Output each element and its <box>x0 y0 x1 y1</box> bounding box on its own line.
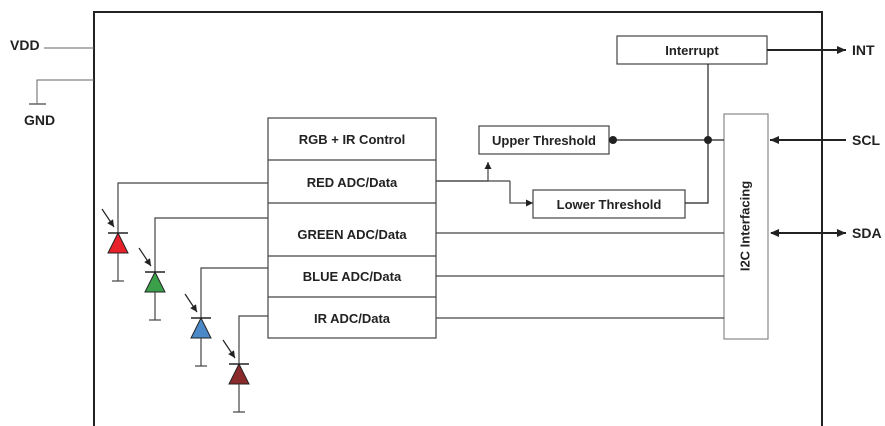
adc-stack <box>267 117 437 339</box>
gnd-wire <box>36 79 94 104</box>
threshold-wires <box>609 64 724 204</box>
rgb-ir-control-block: RGB + IR Control <box>299 132 406 147</box>
light-arrow-icon <box>222 339 236 359</box>
photodiode-group <box>101 182 268 413</box>
i2c-interfacing-label: I2C Interfacing <box>737 181 752 271</box>
pin-scl-label: SCL <box>852 132 880 148</box>
pin-sda-label: SDA <box>852 225 882 241</box>
pin-gnd-label: GND <box>24 112 55 128</box>
interrupt-junction-dot <box>704 136 712 144</box>
upper-threshold-label: Upper Threshold <box>492 133 596 148</box>
light-arrow-icon <box>184 293 198 313</box>
interrupt-block-label: Interrupt <box>665 43 719 58</box>
light-arrow-icon <box>101 208 115 228</box>
i2c-interfacing-box <box>723 113 769 340</box>
lower-threshold-box <box>532 189 686 219</box>
photodiode-blue <box>184 267 268 367</box>
photodiode-red <box>101 182 268 282</box>
photodiode-green <box>138 217 268 321</box>
pin-vdd-label: VDD <box>10 37 40 53</box>
photodiode-ir <box>222 315 268 413</box>
red-adc-block: RED ADC/Data <box>307 175 398 190</box>
light-arrow-icon <box>138 247 152 267</box>
green-adc-block: GREEN ADC/Data <box>297 227 407 242</box>
blue-adc-block: BLUE ADC/Data <box>303 269 402 284</box>
lower-threshold-label: Lower Threshold <box>557 197 662 212</box>
ir-adc-block: IR ADC/Data <box>314 311 391 326</box>
pin-int-label: INT <box>852 42 875 58</box>
upper-junction-dot <box>609 136 617 144</box>
adc-bus-wires <box>436 162 724 319</box>
chip-outline <box>93 11 823 426</box>
